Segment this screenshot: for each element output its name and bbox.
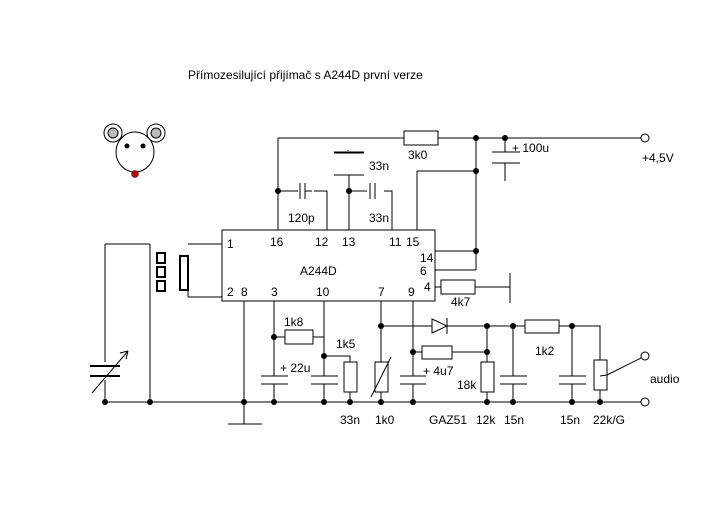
label-r-1k5: 1k5 xyxy=(336,337,356,351)
label-c-33n-top: 33n xyxy=(369,159,389,173)
ic-pin-10: 10 xyxy=(316,285,330,299)
label-12k: 12k xyxy=(476,413,496,427)
ic-pin-6: 6 xyxy=(420,264,427,278)
ic-pin-11: 11 xyxy=(389,235,402,249)
ic-pin-14: 14 xyxy=(420,251,434,265)
label-r-1k8: 1k8 xyxy=(284,315,304,329)
label-15n-a: 15n xyxy=(504,413,524,427)
label-c-120p: 120p xyxy=(288,211,315,225)
diagram-title: Přímozesilující přijímač s A244D první v… xyxy=(188,68,423,82)
ic-pin-15: 15 xyxy=(406,235,420,249)
label-c-33n-pair: 33n xyxy=(369,211,389,225)
ic-pin-13: 13 xyxy=(342,235,356,249)
mouse-mascot-icon xyxy=(103,123,166,178)
ic-pin-3: 3 xyxy=(271,285,278,299)
ic-pin-8: 8 xyxy=(241,285,248,299)
label-gaz51: GAZ51 xyxy=(429,413,467,427)
ic-pin-7: 7 xyxy=(378,285,385,299)
ic-pin-2: 2 xyxy=(227,285,234,299)
bias-network xyxy=(261,301,358,402)
label-33n-bottom: 33n xyxy=(340,413,360,427)
label-c-100u: + 100u xyxy=(512,141,549,155)
label-c-4u7: + 4u7 xyxy=(423,364,454,378)
ic-pin-9: 9 xyxy=(408,285,415,299)
ic-name: A244D xyxy=(300,264,337,278)
ic-pin-4: 4 xyxy=(424,280,431,294)
label-22kG: 22k/G xyxy=(593,413,625,427)
label-r-3k0: 3k0 xyxy=(408,148,428,162)
label-r-18k: 18k xyxy=(457,378,477,392)
ic-a244d-body xyxy=(221,229,436,302)
ic-pin-16: 16 xyxy=(270,235,284,249)
label-r-4k7: 4k7 xyxy=(451,295,471,309)
label-1k0: 1k0 xyxy=(375,413,395,427)
ic-pin-1: 1 xyxy=(227,237,234,251)
terminal-supply-label: +4,5V xyxy=(642,151,674,165)
label-15n-b: 15n xyxy=(560,413,580,427)
ferrite-antenna-circuit xyxy=(90,243,222,402)
terminal-audio-label: audio xyxy=(650,372,680,386)
ground-symbol xyxy=(228,301,262,425)
label-c-22u: + 22u xyxy=(280,361,310,375)
ic-pin-12: 12 xyxy=(315,235,329,249)
label-r-1k2: 1k2 xyxy=(535,344,555,358)
